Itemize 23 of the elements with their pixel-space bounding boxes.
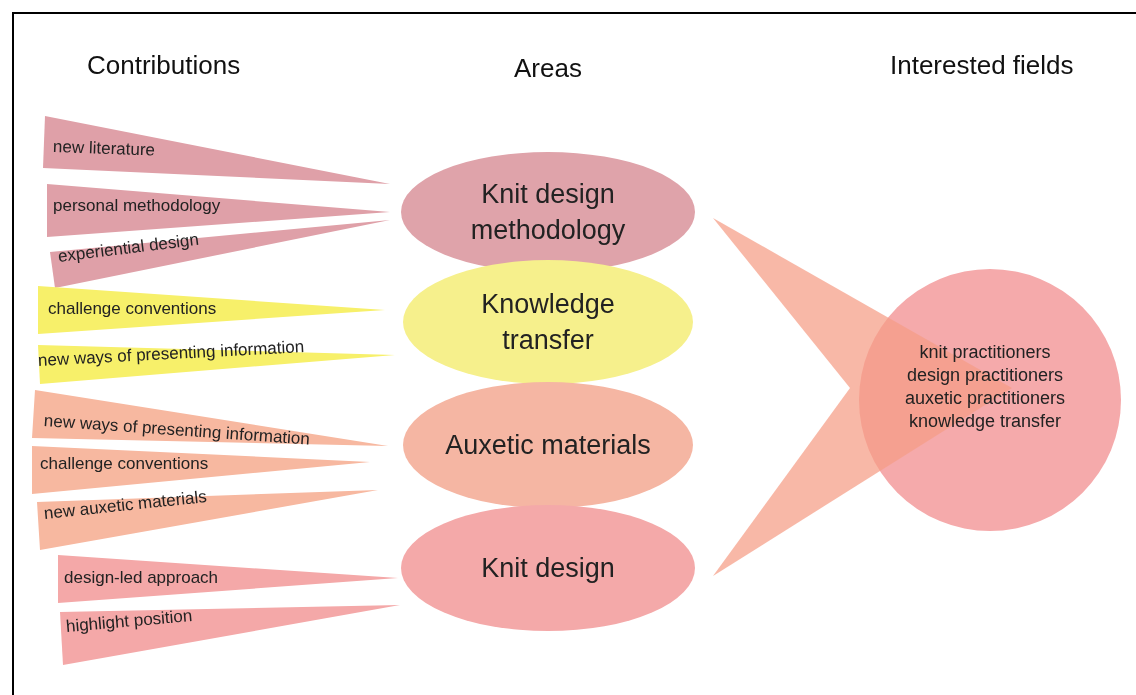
contribution-text: new ways of presenting information [43, 412, 311, 448]
chevron-arm [713, 388, 1012, 576]
field-text: knit practitioners [919, 341, 1051, 364]
area-title: Auxetic materials [444, 429, 652, 462]
column-heading: Contributions [87, 52, 241, 78]
contribution-text: design-led approach [64, 569, 219, 586]
column-heading: Interested fields [890, 52, 1074, 78]
column-heading: Areas [514, 55, 582, 81]
contribution-text: challenge conventions [48, 300, 217, 317]
contribution-text: challenge conventions [40, 455, 209, 472]
contribution-text: highlight position [65, 607, 193, 635]
area-title: Knit design [480, 552, 616, 585]
contribution-text: new literature [52, 138, 156, 159]
area-title: Knowledge transfer [480, 288, 616, 357]
contribution-text: personal methodology [53, 197, 221, 214]
field-text: knowledge transfer [908, 410, 1062, 433]
contribution-text: new ways of presenting information [37, 338, 305, 369]
contribution-text: new auxetic materials [43, 487, 208, 522]
field-text: design practitioners [906, 364, 1064, 387]
field-text: auxetic practitioners [904, 387, 1066, 410]
contribution-text: experiential design [56, 230, 200, 265]
area-title: Knit design methodology [469, 178, 627, 247]
chevron-arm [713, 218, 1012, 388]
